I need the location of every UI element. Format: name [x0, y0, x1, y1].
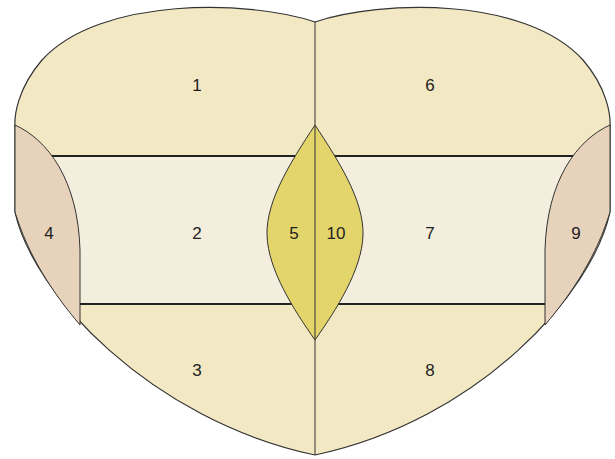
midline [315, 22, 316, 455]
callout-number: 8 [425, 362, 434, 379]
callout-number: 3 [192, 362, 201, 379]
organ-outline [15, 7, 610, 455]
callout-number: 6 [425, 77, 434, 94]
callout-number: 1 [192, 77, 201, 94]
callout-number: 9 [571, 225, 580, 242]
callout-number: 5 [289, 225, 298, 242]
callout-number: 4 [44, 225, 53, 242]
callout-number: 2 [192, 225, 201, 242]
callout-number: 10 [327, 225, 346, 242]
callout-number: 7 [425, 225, 434, 242]
